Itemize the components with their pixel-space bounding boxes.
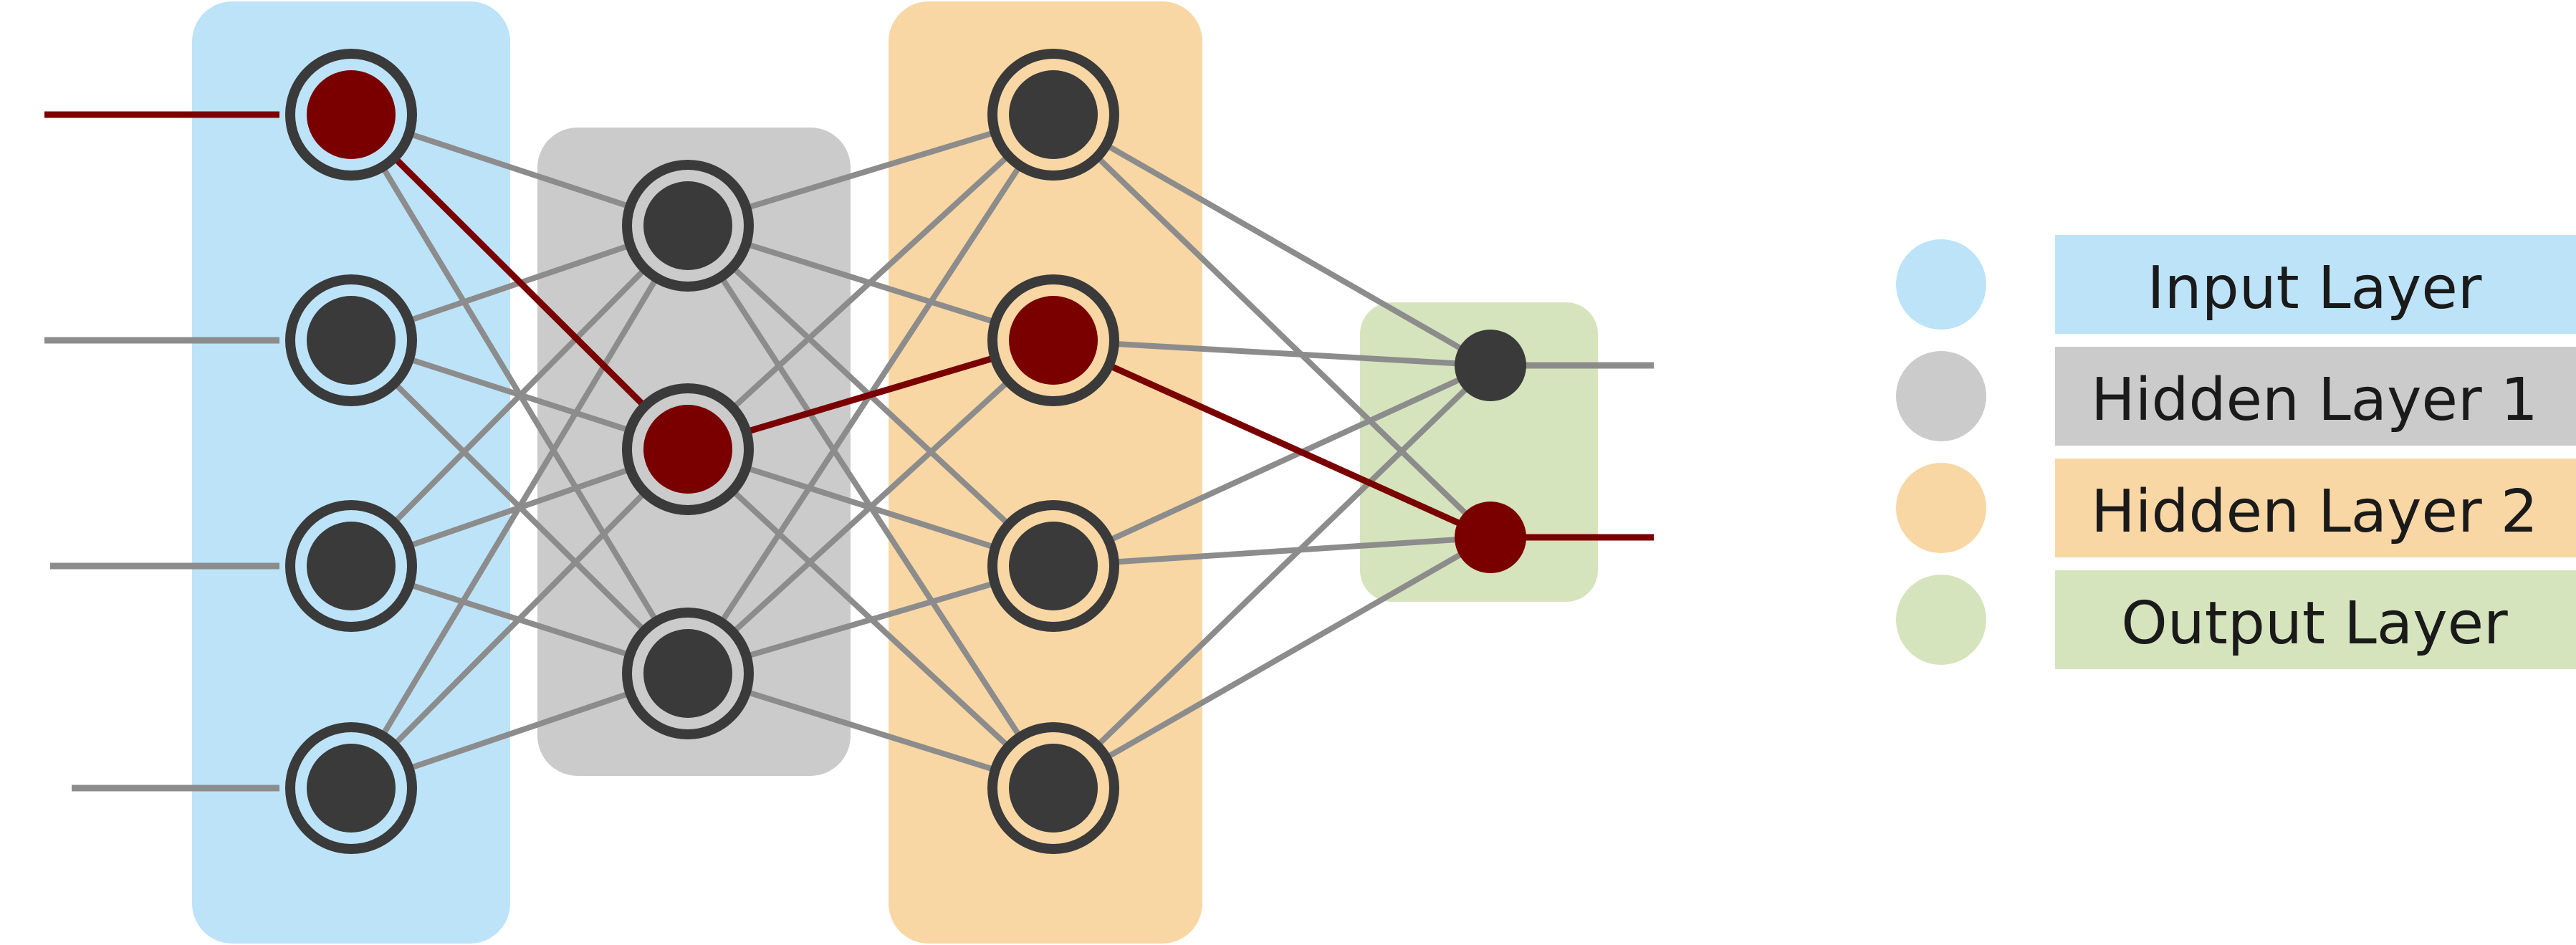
layer-panel-output	[1360, 302, 1598, 602]
node-core-highlighted	[307, 70, 396, 159]
output-node	[1455, 330, 1526, 401]
neuron-nodes	[285, 49, 1526, 854]
edge	[686, 112, 1055, 451]
edge	[1051, 112, 1493, 539]
legend-item-input: Input Layer	[1896, 235, 2576, 334]
node-core-highlighted	[1009, 296, 1098, 385]
legend-bar-output	[2055, 570, 2576, 669]
legend-label-output: Output Layer	[2121, 590, 2508, 658]
edge-highlighted	[1052, 337, 1492, 541]
edge	[349, 447, 690, 790]
legend-item-hidden2: Hidden Layer 2	[1896, 459, 2576, 557]
legend-item-output: Output Layer	[1896, 570, 2576, 669]
legend-swatch-input	[1896, 239, 1986, 330]
legend-swatch-hidden2	[1896, 463, 1986, 553]
legend-label-hidden1: Hidden Layer 1	[2091, 366, 2538, 434]
node-core	[643, 181, 732, 270]
node-core	[1009, 744, 1098, 833]
edge	[348, 224, 691, 790]
node-core	[307, 744, 396, 833]
legend-label-hidden2: Hidden Layer 2	[2091, 478, 2538, 546]
legend-bar-hidden1	[2055, 347, 2576, 446]
legend-swatch-output	[1896, 575, 1986, 665]
node-core	[307, 522, 396, 610]
node-core	[1009, 522, 1098, 610]
node-core-highlighted	[643, 405, 732, 494]
edge	[349, 224, 690, 568]
edge-highlighted	[348, 112, 691, 452]
edge	[1053, 337, 1491, 368]
edge	[1053, 534, 1491, 569]
edge	[1052, 112, 1492, 368]
legend-bar-input	[2055, 235, 2576, 334]
legend-label-input: Input Layer	[2147, 254, 2481, 322]
node-core	[643, 629, 732, 718]
highlighted-path	[44, 111, 1654, 541]
legend: Input Layer Hidden Layer 1 Hidden Layer …	[1896, 235, 2576, 669]
edge	[1052, 363, 1492, 569]
edge	[686, 338, 1055, 676]
output-node-highlighted	[1455, 502, 1526, 573]
legend-item-hidden1: Hidden Layer 1	[1896, 347, 2576, 446]
edge	[1052, 534, 1492, 791]
node-core	[1009, 70, 1098, 159]
node-core	[307, 296, 396, 385]
legend-swatch-hidden1	[1896, 351, 1986, 441]
legend-bar-hidden2	[2055, 459, 2576, 557]
edge	[1051, 363, 1493, 790]
